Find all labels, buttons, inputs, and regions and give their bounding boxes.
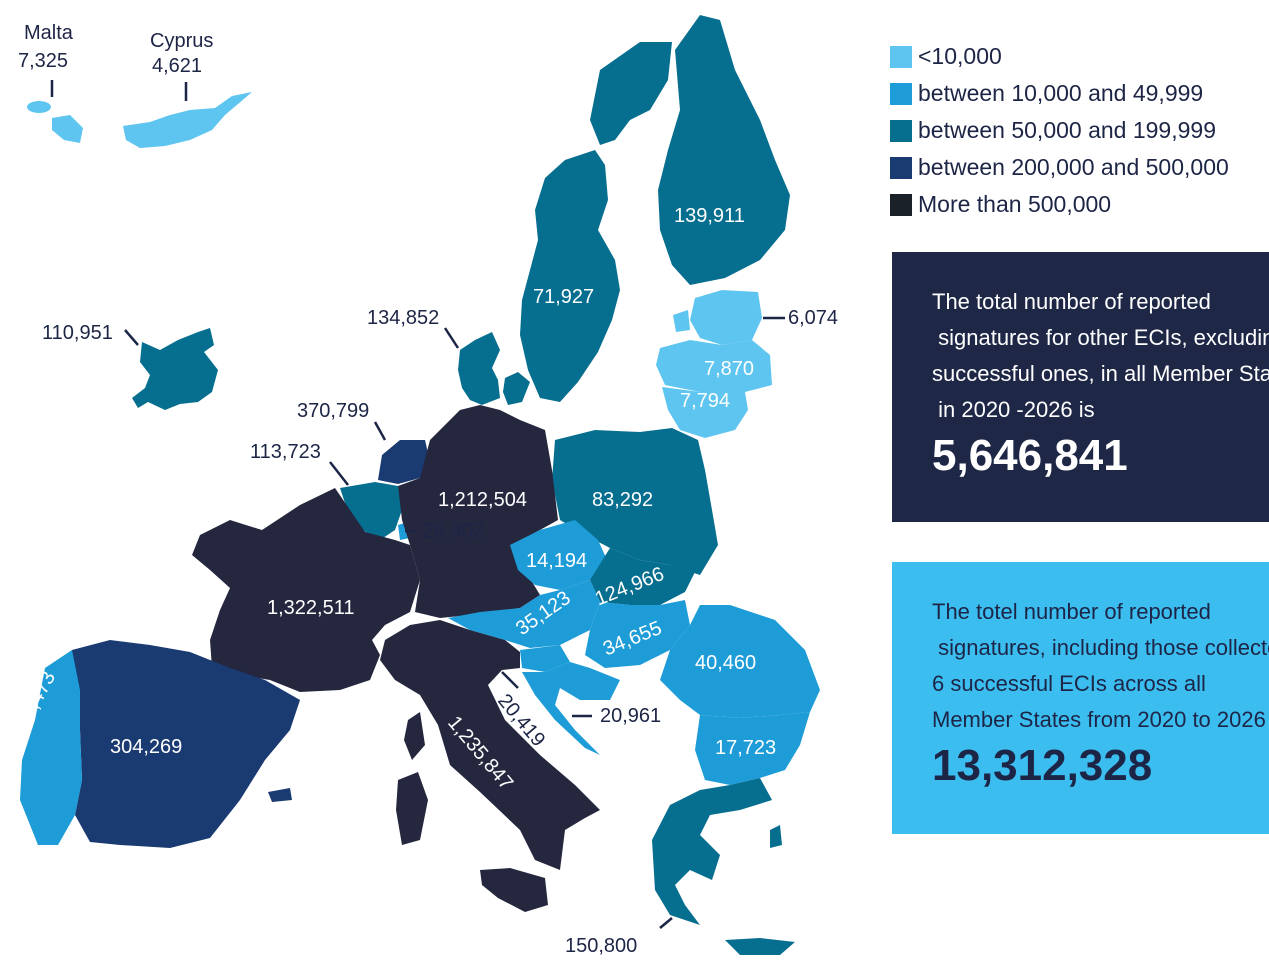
country-germany[interactable] bbox=[398, 405, 558, 618]
label-latvia-value: 7,870 bbox=[704, 358, 755, 380]
legend-swatch bbox=[890, 45, 912, 68]
label-spain-value: 304,269 bbox=[110, 736, 183, 758]
country-lithuania[interactable] bbox=[662, 387, 748, 438]
legend-label: between 10,000 and 49,999 bbox=[918, 80, 1204, 106]
country-italy[interactable] bbox=[380, 620, 600, 870]
map-legend: <10,000 between 10,000 and 49,999 betwee… bbox=[890, 38, 1229, 223]
country-bulgaria[interactable] bbox=[695, 712, 810, 785]
legend-label: More than 500,000 bbox=[918, 191, 1112, 217]
legend-swatch bbox=[890, 119, 912, 142]
legend-swatch bbox=[890, 82, 912, 105]
country-cyprus[interactable] bbox=[123, 92, 252, 148]
country-portugal[interactable] bbox=[20, 650, 82, 845]
country-latvia[interactable] bbox=[656, 340, 772, 392]
country-malta[interactable] bbox=[27, 101, 83, 143]
country-finland[interactable] bbox=[658, 15, 790, 285]
country-czechia[interactable] bbox=[510, 520, 608, 590]
info-box-all-ecis: The totel number of reported signatures,… bbox=[892, 562, 1269, 834]
legend-swatch bbox=[890, 156, 912, 179]
label-france-value: 1,322,511 bbox=[267, 597, 355, 619]
info-box-text: The total number of reported signatures … bbox=[932, 289, 1269, 422]
country-estonia[interactable] bbox=[690, 290, 762, 345]
label-poland-value: 83,292 bbox=[592, 489, 654, 511]
info-box-text: The totel number of reported signatures,… bbox=[932, 599, 1269, 732]
label-finland-value: 139,911 bbox=[674, 205, 745, 227]
country-croatia[interactable] bbox=[522, 662, 620, 755]
legend-item-high: between 200,000 and 500,000 bbox=[890, 149, 1229, 186]
leader-lines bbox=[50, 80, 785, 929]
country-slovakia[interactable] bbox=[590, 548, 695, 605]
country-spain[interactable] bbox=[70, 640, 300, 848]
info-box-total: 13,312,328 bbox=[932, 741, 1153, 790]
info-box-total: 5,646,841 bbox=[932, 431, 1128, 480]
legend-item-mid: between 50,000 and 199,999 bbox=[890, 112, 1229, 149]
country-ireland[interactable] bbox=[132, 328, 218, 410]
label-belgium-value: 113,723 bbox=[250, 441, 321, 463]
label-denmark-value: 134,852 bbox=[367, 307, 440, 329]
label-lithuania-value: 7,794 bbox=[680, 390, 731, 412]
label-luxembourg-value: 28,902 bbox=[423, 520, 485, 542]
label-greece-value: 150,800 bbox=[565, 935, 638, 957]
label-croatia-value: 20,961 bbox=[600, 705, 662, 727]
label-germany-value: 1,212,504 bbox=[438, 489, 527, 511]
info-box-other-ecis: The total number of reported signatures … bbox=[892, 252, 1269, 522]
legend-label: <10,000 bbox=[918, 43, 1002, 69]
country-netherlands[interactable] bbox=[378, 440, 430, 484]
label-sweden-value: 71,927 bbox=[533, 286, 595, 308]
legend-item-very-high: More than 500,000 bbox=[890, 186, 1229, 223]
country-romania[interactable] bbox=[660, 605, 820, 718]
label-malta-value: 7,325 bbox=[18, 50, 69, 72]
label-cyprus-value: 4,621 bbox=[152, 55, 203, 77]
legend-label: between 50,000 and 199,999 bbox=[918, 117, 1216, 143]
country-belgium[interactable] bbox=[340, 482, 402, 540]
label-bulgaria-value: 17,723 bbox=[715, 737, 777, 759]
label-ireland-value: 110,951 bbox=[42, 322, 113, 344]
label-czechia-value: 14,194 bbox=[526, 550, 588, 572]
legend-item-low: between 10,000 and 49,999 bbox=[890, 75, 1229, 112]
country-greece[interactable] bbox=[652, 778, 772, 925]
label-malta-name: Malta bbox=[24, 22, 73, 44]
legend-swatch bbox=[890, 193, 912, 216]
legend-item-very-low: <10,000 bbox=[890, 38, 1229, 75]
country-hungary[interactable] bbox=[585, 600, 690, 668]
label-romania-value: 40,460 bbox=[695, 652, 757, 674]
country-sweden[interactable] bbox=[520, 150, 620, 402]
label-estonia-value: 6,074 bbox=[788, 307, 839, 329]
legend-label: between 200,000 and 500,000 bbox=[918, 154, 1229, 180]
country-france[interactable] bbox=[192, 488, 420, 692]
label-cyprus-name: Cyprus bbox=[150, 30, 214, 52]
label-netherlands-value: 370,799 bbox=[297, 400, 370, 422]
country-austria[interactable] bbox=[448, 580, 600, 648]
country-denmark[interactable] bbox=[458, 332, 500, 405]
country-slovenia[interactable] bbox=[520, 645, 570, 672]
